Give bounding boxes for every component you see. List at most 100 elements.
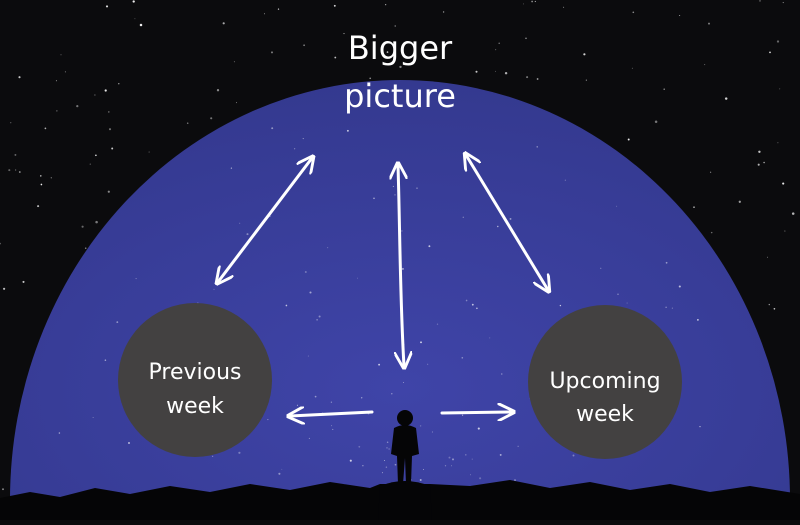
- dome-star: [465, 454, 467, 456]
- rock-silhouette: [378, 481, 432, 520]
- star: [222, 22, 225, 25]
- dome-star: [358, 445, 361, 448]
- dome-star: [471, 303, 474, 306]
- dome-star: [304, 271, 307, 273]
- dome-star: [462, 414, 464, 416]
- dome-star: [327, 247, 329, 249]
- star: [50, 177, 52, 179]
- star: [759, 0, 761, 2]
- dome-star: [362, 465, 364, 467]
- star: [60, 54, 62, 56]
- dome-star: [471, 458, 473, 460]
- dome-star: [58, 432, 61, 434]
- star: [95, 220, 98, 224]
- dome-star: [572, 454, 575, 457]
- star: [710, 231, 713, 234]
- star: [84, 247, 87, 249]
- star: [654, 120, 658, 123]
- star: [76, 104, 79, 108]
- dome-star: [419, 425, 422, 427]
- star: [495, 70, 497, 72]
- dome-star: [213, 288, 215, 290]
- star: [40, 183, 43, 186]
- dome-star: [230, 167, 233, 169]
- star: [773, 307, 776, 310]
- arrow-upcoming-to-bigger: [466, 155, 548, 290]
- dome-star: [617, 293, 619, 295]
- star: [526, 76, 529, 79]
- person-silhouette: [391, 410, 419, 484]
- dome-star: [509, 217, 512, 220]
- dome-star: [238, 451, 241, 454]
- dome-star: [331, 425, 333, 427]
- star: [632, 11, 635, 14]
- dome-star: [600, 267, 602, 269]
- star: [631, 67, 633, 69]
- dome-star: [401, 230, 403, 232]
- dome-star: [135, 278, 137, 280]
- star: [0, 242, 1, 245]
- dome-star: [239, 222, 241, 224]
- dome-star: [391, 393, 393, 395]
- star: [235, 102, 237, 104]
- dome-star: [271, 127, 274, 130]
- dome-star: [479, 477, 482, 480]
- dome-star: [461, 357, 464, 359]
- dome-star: [477, 427, 480, 430]
- star: [791, 212, 795, 215]
- star: [442, 11, 445, 13]
- dome-star: [497, 225, 499, 228]
- dome-star: [559, 304, 562, 307]
- dome-star: [489, 337, 491, 339]
- dome-star: [699, 425, 701, 428]
- dome-star: [392, 185, 394, 187]
- bigger-picture-title-line2: picture: [344, 77, 456, 115]
- dome-star: [403, 382, 404, 384]
- dome-star: [373, 197, 375, 200]
- star: [132, 0, 135, 3]
- arrow-self-to-bigger: [398, 165, 404, 366]
- star: [585, 79, 587, 81]
- star: [738, 200, 741, 203]
- star: [37, 205, 40, 208]
- star: [343, 33, 345, 35]
- dome-star: [386, 447, 388, 449]
- dome-star: [316, 318, 318, 321]
- star: [40, 175, 42, 177]
- dome-star: [92, 417, 94, 418]
- star: [708, 22, 710, 25]
- dome-star: [360, 397, 363, 399]
- star: [303, 44, 305, 47]
- star: [44, 127, 47, 130]
- star: [210, 117, 213, 120]
- star: [186, 122, 189, 124]
- star: [779, 88, 781, 90]
- dome-star: [332, 428, 334, 430]
- dome-star: [465, 299, 468, 302]
- dome-star: [309, 291, 312, 294]
- star: [55, 80, 57, 82]
- star: [534, 0, 536, 3]
- star: [777, 142, 779, 144]
- star: [56, 110, 58, 112]
- dome-star: [626, 302, 628, 304]
- star: [139, 23, 143, 27]
- dome-star: [416, 187, 418, 189]
- star: [22, 280, 25, 283]
- dome-star: [499, 453, 502, 456]
- star: [663, 88, 665, 90]
- star: [118, 83, 120, 85]
- star: [724, 97, 728, 100]
- star: [334, 56, 337, 59]
- star: [8, 169, 11, 172]
- star: [394, 25, 396, 27]
- star: [264, 13, 265, 15]
- dome-star: [451, 458, 455, 461]
- star: [784, 230, 786, 232]
- dome-star: [285, 304, 288, 307]
- star: [14, 153, 17, 156]
- star: [216, 89, 220, 92]
- star: [475, 70, 478, 73]
- dome-star: [308, 437, 310, 439]
- star: [134, 18, 136, 20]
